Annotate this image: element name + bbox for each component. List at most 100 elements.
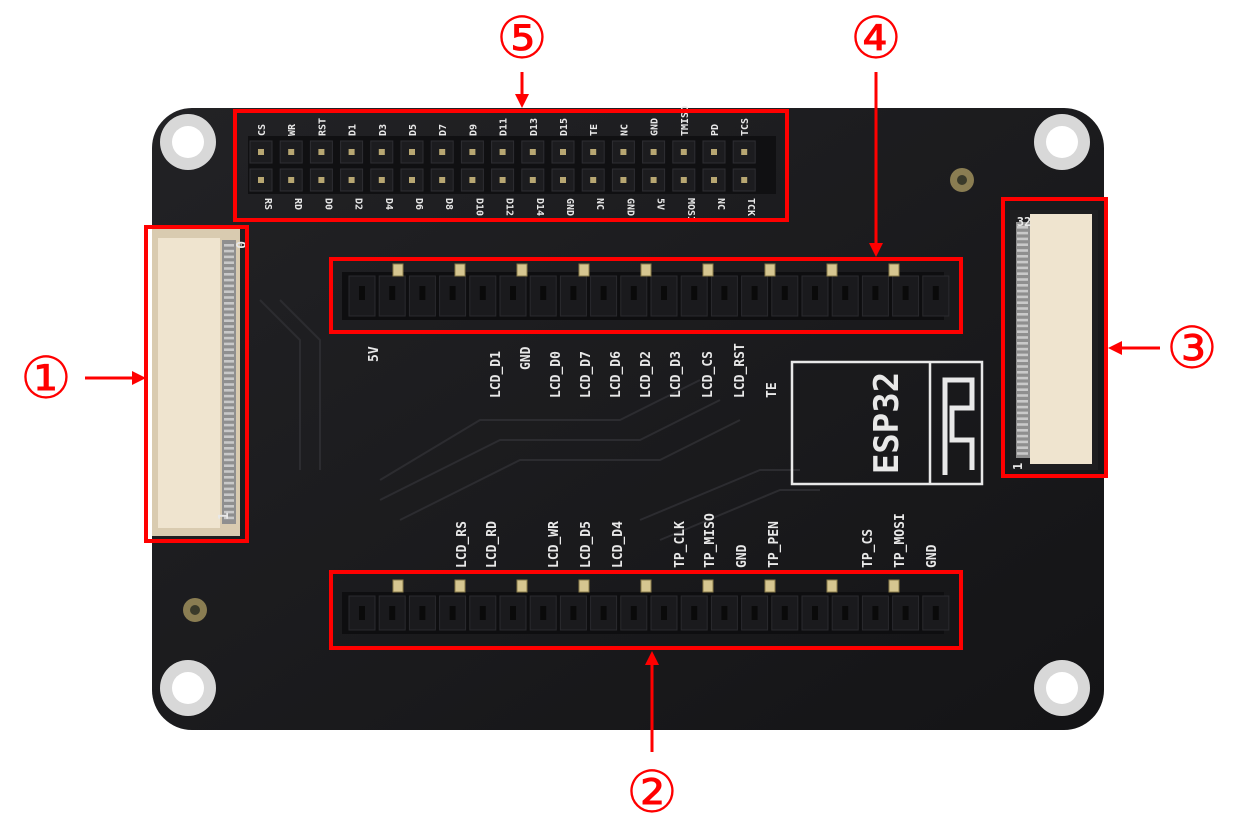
header5-top-label: D11 bbox=[499, 118, 510, 136]
header5-pin bbox=[680, 149, 687, 155]
fpc-right-contact bbox=[1017, 440, 1028, 444]
fpc-left-contact bbox=[224, 412, 234, 415]
callout-5: ⑤ bbox=[496, 4, 548, 72]
fpc-left-contact bbox=[224, 377, 234, 380]
header5-top-label: RST bbox=[317, 118, 328, 136]
header5-top-label: PD bbox=[710, 124, 721, 136]
header-socket-hole bbox=[449, 286, 456, 300]
header5-top-label: D15 bbox=[559, 118, 570, 136]
fpc-left-contact bbox=[224, 273, 234, 276]
fpc-right-contact bbox=[1017, 272, 1028, 275]
header5-bottom-label: GND bbox=[564, 198, 575, 216]
header-socket-hole bbox=[600, 286, 607, 300]
fpc-left-pin-0: 0 bbox=[232, 241, 247, 249]
header-socket-hole bbox=[932, 606, 939, 620]
fpc-right-contact bbox=[1017, 394, 1028, 397]
header-socket-hole bbox=[449, 606, 456, 620]
fpc-right-contact bbox=[1017, 434, 1028, 438]
header-pin-tip bbox=[640, 263, 652, 277]
fpc-right-contact bbox=[1017, 417, 1028, 420]
header5-bottom-label: D12 bbox=[504, 198, 515, 216]
header2-label: LCD_RS bbox=[455, 521, 470, 568]
fpc-right-contact bbox=[1017, 400, 1028, 403]
header-socket-hole bbox=[902, 606, 909, 620]
fpc-left-contact bbox=[224, 447, 234, 450]
fpc-left-contact bbox=[224, 383, 234, 386]
header4-label: LCD_D7 bbox=[579, 351, 594, 398]
fpc-left-contact bbox=[224, 342, 234, 346]
fpc-right-contact bbox=[1017, 336, 1028, 339]
fpc-left-contact bbox=[224, 505, 234, 508]
header5-bottom-label: D14 bbox=[534, 198, 545, 216]
fpc-left-contact bbox=[224, 255, 234, 259]
header-socket-hole bbox=[812, 606, 818, 620]
header-socket-hole bbox=[661, 286, 667, 300]
fpc-left-contact bbox=[224, 360, 234, 363]
header5-top-label: TE bbox=[589, 124, 600, 136]
header5-bottom-label: NC bbox=[594, 198, 605, 210]
header5-bottom-label: GND bbox=[624, 198, 635, 216]
fpc-left-contact bbox=[224, 302, 234, 305]
fpc-right-contact bbox=[1017, 423, 1028, 426]
header5-pin bbox=[499, 149, 506, 155]
header5-top-label: D9 bbox=[468, 124, 479, 136]
header5-top-label: D7 bbox=[438, 124, 449, 136]
header5-bottom-label: RD bbox=[292, 198, 303, 210]
highlight-box-1 bbox=[144, 225, 249, 543]
fpc-right-contact bbox=[1017, 243, 1028, 246]
header5-bottom-label: NC bbox=[715, 198, 726, 210]
fpc-left-contact bbox=[224, 458, 234, 462]
mounting-hole-bottom-left bbox=[160, 660, 216, 716]
highlight-box-4 bbox=[329, 257, 963, 334]
header5-pin bbox=[439, 149, 446, 155]
header-pin-tip bbox=[454, 579, 466, 593]
fpc-left-contact bbox=[224, 423, 234, 427]
fpc-left-contact bbox=[224, 487, 234, 491]
header2-label: GND bbox=[925, 544, 940, 568]
header5-pin bbox=[378, 177, 385, 183]
fpc-left-contact bbox=[224, 325, 234, 328]
header-pin-tip bbox=[764, 263, 776, 277]
fpc-right-contact bbox=[1017, 266, 1028, 270]
header-pin-tip bbox=[702, 263, 714, 277]
header5-bottom-label: RS bbox=[262, 198, 273, 210]
header5-pin bbox=[650, 177, 657, 183]
header5-top-label: TCS bbox=[740, 118, 751, 136]
header5-pin bbox=[590, 177, 597, 183]
fpc-left-contact bbox=[224, 510, 234, 514]
header2-label: LCD_WR bbox=[547, 521, 562, 568]
fpc-left-contact bbox=[224, 481, 234, 485]
fpc-left-contact bbox=[224, 400, 234, 404]
header4-label: LCD_CS bbox=[701, 351, 716, 398]
header4-label: LCD_D0 bbox=[549, 351, 564, 398]
fpc-left-pin-1: 1 bbox=[217, 512, 232, 520]
header-socket-hole bbox=[721, 286, 728, 300]
header5-top-label: D1 bbox=[348, 124, 359, 136]
header-pin-tip bbox=[640, 579, 652, 593]
fpc-right-contact bbox=[1017, 237, 1028, 241]
fpc-left-contact bbox=[224, 394, 234, 398]
header-socket-hole bbox=[630, 606, 637, 620]
header-pin-tip bbox=[826, 263, 838, 277]
test-pad-bottom bbox=[183, 598, 207, 622]
header2-label: GND bbox=[735, 544, 750, 568]
fpc-right-contact bbox=[1017, 388, 1028, 391]
header-socket bbox=[590, 595, 618, 631]
header-socket-hole bbox=[419, 286, 426, 300]
fpc-left-contact bbox=[224, 261, 234, 264]
header5-pin bbox=[439, 177, 446, 183]
header5-pin bbox=[560, 149, 566, 155]
header-socket-hole bbox=[540, 606, 547, 620]
fpc-left-contact bbox=[224, 429, 234, 433]
fpc-right-contact bbox=[1017, 284, 1028, 287]
header-socket-hole bbox=[600, 606, 607, 620]
header5-top-label: NC bbox=[619, 124, 630, 136]
fpc-right-contact bbox=[1017, 318, 1028, 322]
header5-pin bbox=[409, 149, 415, 155]
callout-1: ① bbox=[20, 344, 72, 412]
header2-label: TP_CLK bbox=[673, 521, 688, 568]
header-socket bbox=[861, 275, 889, 317]
mounting-hole-top-right bbox=[1034, 114, 1090, 170]
